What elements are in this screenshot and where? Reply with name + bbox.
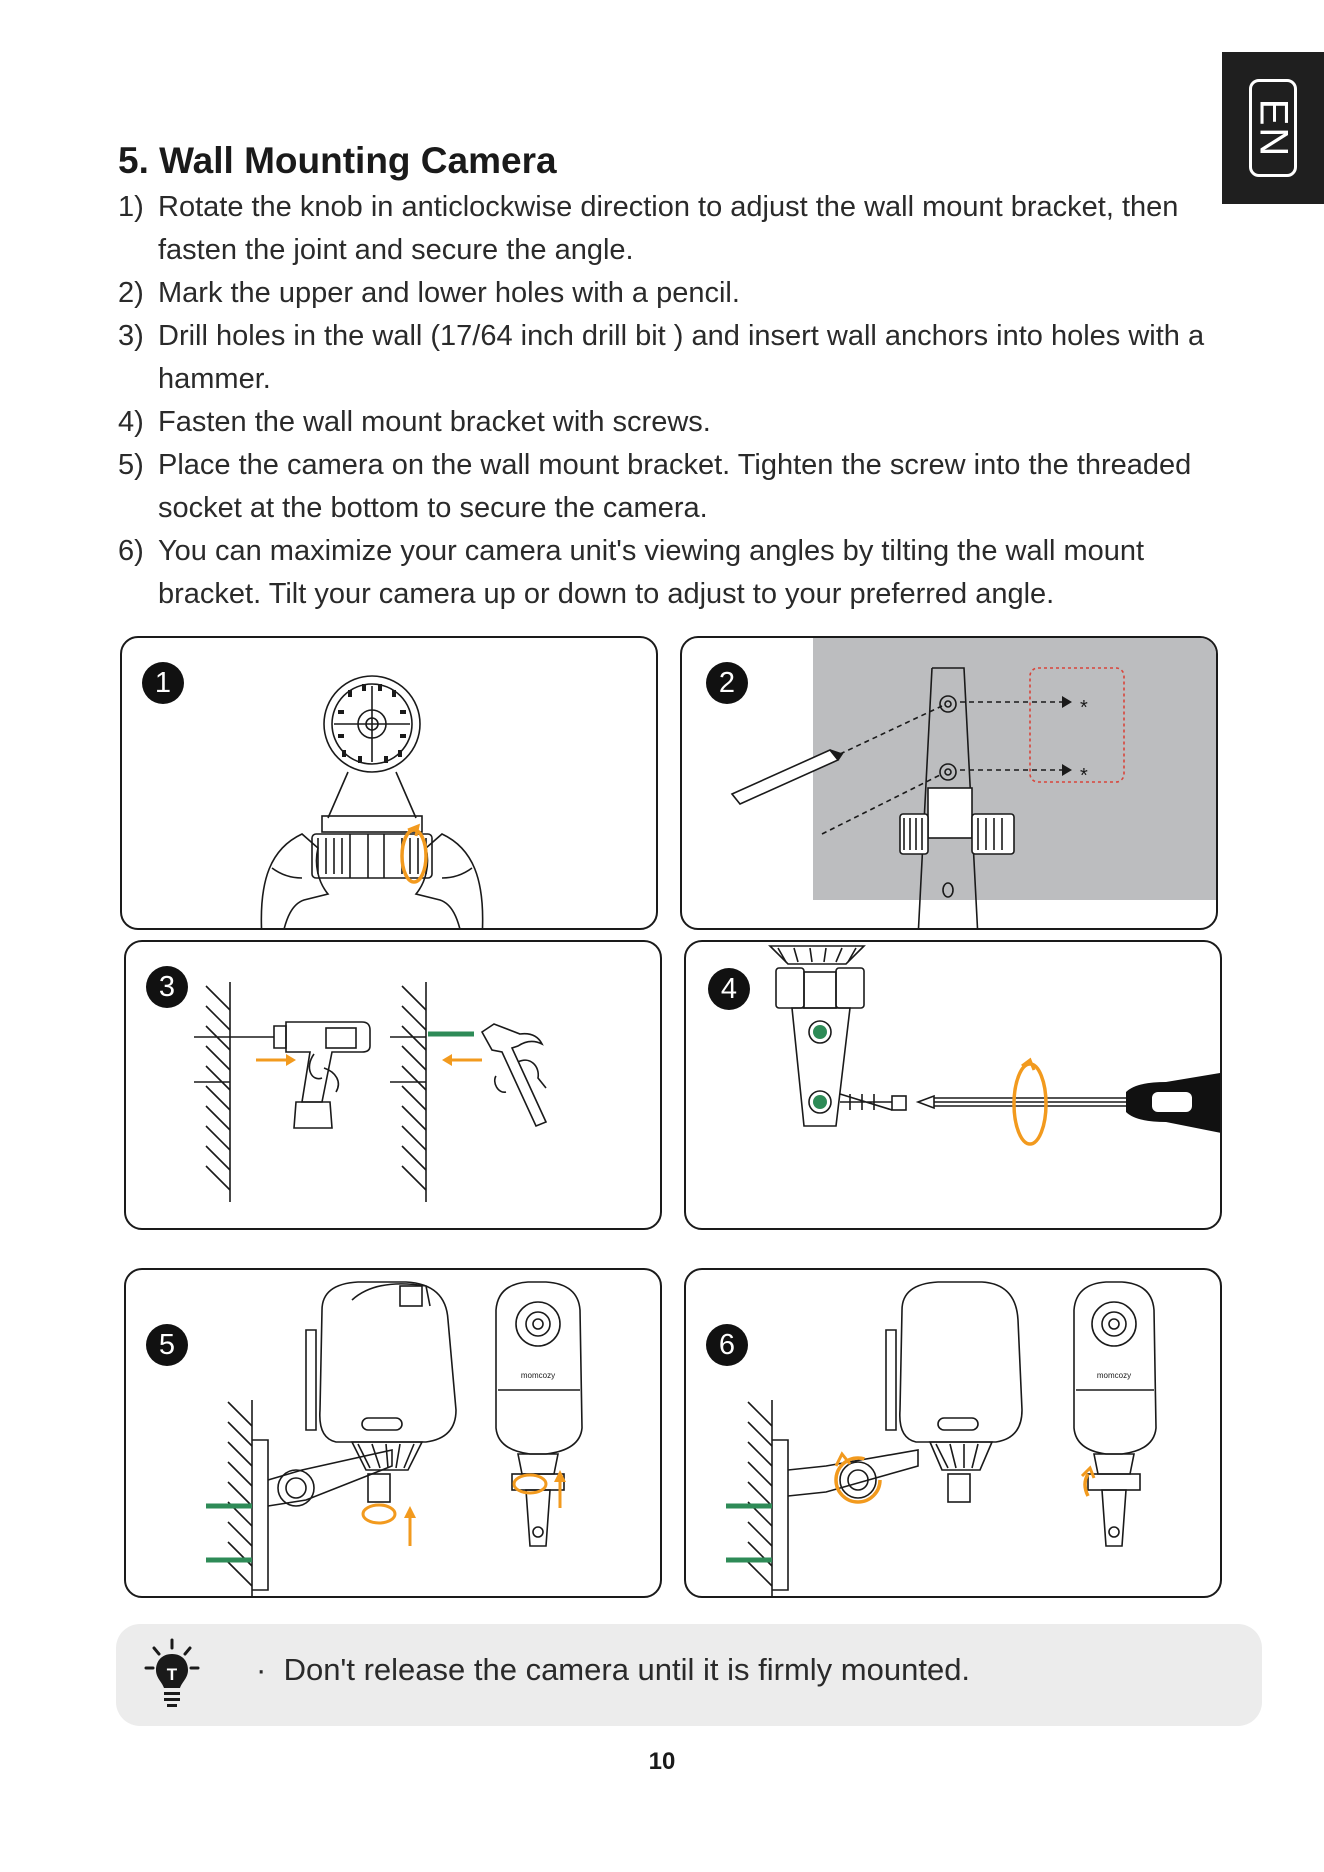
step-number: 2) <box>118 277 144 309</box>
instruction-step: 5) Place the camera on the wall mount bra… <box>118 444 1228 530</box>
screwdriver-illustration <box>768 945 1220 1146</box>
step-marker-2: 2 <box>706 662 748 704</box>
step-marker-3: 3 <box>146 966 188 1008</box>
language-badge: EN <box>1249 79 1297 177</box>
camera-brand: momcozy <box>521 1371 555 1380</box>
figure-panel-3: 3 <box>124 940 662 1230</box>
instruction-step: 1) Rotate the knob in anticlockwise direc… <box>118 186 1228 272</box>
language-label: EN <box>1251 98 1296 158</box>
figure-panel-5: 5 momcozy <box>124 1268 662 1598</box>
figure-panel-4: 4 <box>684 940 1222 1230</box>
step-marker-4: 4 <box>708 968 750 1010</box>
instruction-list: 1) Rotate the knob in anticlockwise direc… <box>118 186 1228 616</box>
page-number: 10 <box>648 1748 676 1775</box>
instruction-step: 3) Drill holes in the wall (17/64 inch dr… <box>118 315 1228 401</box>
step-text: You can maximize your camera unit's view… <box>158 535 1145 610</box>
language-tab: EN <box>1222 52 1324 204</box>
step-marker-5: 5 <box>146 1324 188 1366</box>
mark-symbol: * <box>1080 765 1088 787</box>
step-number: 1) <box>118 191 144 223</box>
step-number: 5) <box>118 449 144 481</box>
instruction-step: 6) You can maximize your camera unit's vi… <box>118 530 1228 616</box>
figure-panel-1: 1 <box>120 636 658 930</box>
step-marker-1: 1 <box>142 662 184 704</box>
tip-bullet: · <box>256 1652 267 1687</box>
instruction-step: 2) Mark the upper and lower holes with a … <box>118 272 1228 315</box>
tip-message: Don't release the camera until it is fir… <box>283 1652 971 1687</box>
mark-symbol: * <box>1080 697 1088 719</box>
step-text: Rotate the knob in anticlockwise directi… <box>158 191 1179 266</box>
step-marker-6: 6 <box>706 1324 748 1366</box>
step-text: Mark the upper and lower holes with a pe… <box>158 277 740 309</box>
section-title: 5. Wall Mounting Camera <box>118 140 557 181</box>
step-number: 4) <box>118 406 144 438</box>
place-camera-illustration: momcozy <box>206 1281 583 1596</box>
instruction-step: 4) Fasten the wall mount bracket with scr… <box>118 401 1228 444</box>
camera-brand: momcozy <box>1097 1371 1131 1380</box>
tip-box: T · Don't release the camera until it is… <box>116 1624 1262 1726</box>
tilt-camera-illustration: momcozy <box>726 1281 1157 1596</box>
bracket-knob-illustration <box>260 675 484 928</box>
step-text: Fasten the wall mount bracket with screw… <box>158 406 711 438</box>
tip-text: · Don't release the camera until it is f… <box>256 1652 970 1688</box>
figure-panel-2: 2 * * <box>680 636 1218 930</box>
figure-panel-6: 6 momcozy <box>684 1268 1222 1598</box>
lightbulb-tip-icon: T <box>144 1638 200 1707</box>
step-number: 6) <box>118 535 144 567</box>
mark-holes-illustration: * * <box>730 638 1216 928</box>
drill-hammer-illustration <box>194 982 548 1202</box>
step-text: Drill holes in the wall (17/64 inch dril… <box>158 320 1205 395</box>
tip-icon-letter: T <box>167 1665 178 1684</box>
step-number: 3) <box>118 320 144 352</box>
step-text: Place the camera on the wall mount brack… <box>158 449 1192 524</box>
